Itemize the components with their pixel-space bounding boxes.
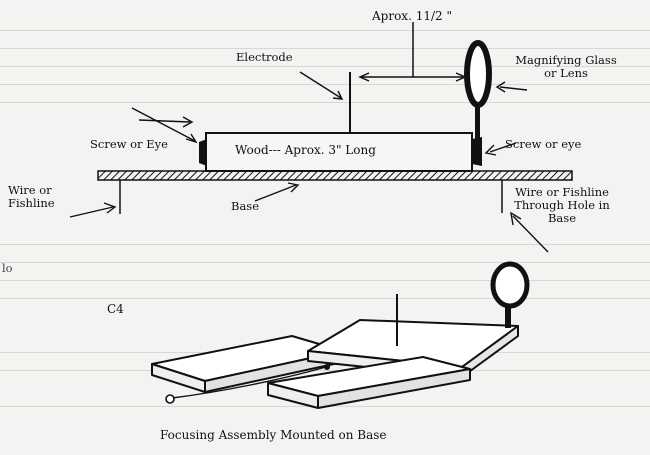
- wire-right-label-line1: Wire or Fishline: [515, 185, 609, 199]
- lens-stem: [475, 104, 480, 140]
- lens-stem-bottom: [505, 300, 511, 328]
- wire-end-ring: [165, 394, 175, 404]
- wire-left-label-line2: Fishline: [8, 196, 55, 210]
- wire-bottom: [171, 366, 327, 399]
- caption: Focusing Assembly Mounted on Base: [160, 428, 387, 442]
- base-board: [97, 170, 573, 181]
- wood-label: Wood--- Aprox. 3" Long: [235, 143, 376, 157]
- electrode-label: Electrode: [236, 50, 293, 64]
- base-label: Base: [231, 199, 260, 213]
- screw-eye-left-label: Screw or Eye: [90, 137, 168, 151]
- top-assembly: [97, 22, 573, 214]
- bottom-assembly: [151, 261, 530, 409]
- figure-id: C4: [107, 302, 124, 316]
- magnifying-glass-label-line2: or Lens: [544, 66, 588, 80]
- magnifying-lens-bottom: [490, 261, 530, 309]
- wire-left-label-line1: Wire or: [8, 183, 52, 197]
- leader-lines: [69, 71, 549, 253]
- wire-right-label: Wire or Fishline Through Hole in Base: [506, 186, 618, 225]
- magnifying-glass-label-line1: Magnifying Glass: [515, 53, 617, 67]
- margin-mark: lo: [2, 261, 13, 275]
- right-screw-eye: [472, 137, 482, 166]
- distance-label: Aprox. 11/2 ": [372, 9, 452, 23]
- wire-right-label-line3: Base: [547, 211, 576, 225]
- magnifying-lens: [464, 40, 492, 108]
- screw-eye-right-label: Screw or eye: [505, 137, 582, 151]
- left-screw-eye: [199, 139, 207, 166]
- wire-left-label: Wire or Fishline: [8, 184, 55, 210]
- wire-right-label-line2: Through Hole in: [514, 198, 610, 212]
- magnifying-glass-label: Magnifying Glass or Lens: [510, 54, 622, 80]
